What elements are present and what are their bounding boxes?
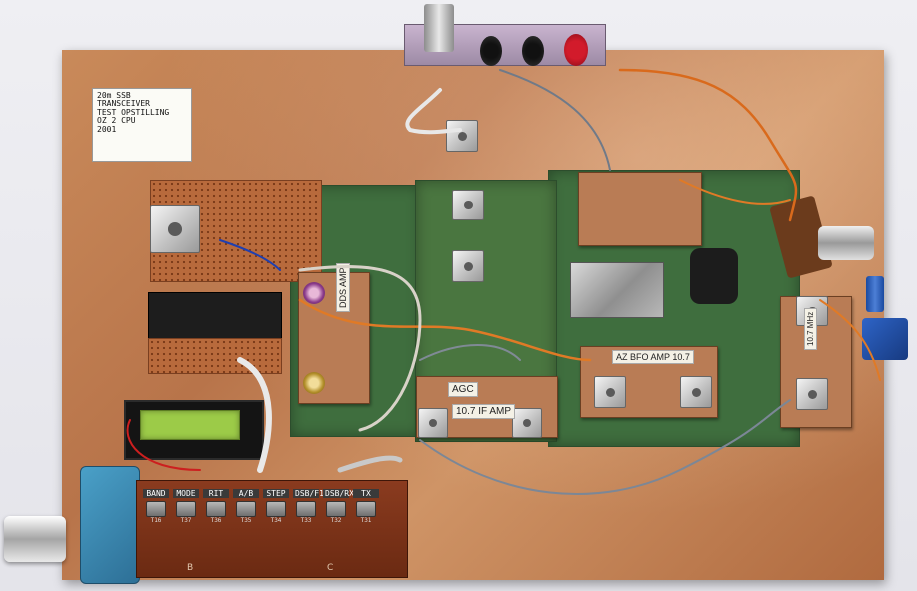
wire-grey [419, 344, 521, 361]
key-ref: T35 [240, 517, 252, 524]
mixer-module [578, 172, 702, 246]
wire-orange [298, 298, 592, 362]
push-button-icon[interactable] [176, 501, 196, 517]
silk-label: C [327, 563, 334, 573]
push-button-icon[interactable] [266, 501, 286, 517]
keypad-key-rit[interactable]: RIT T36 [203, 489, 229, 524]
key-label: TX [353, 489, 379, 498]
toroid-pair [690, 248, 738, 304]
key-ref: T36 [210, 517, 222, 524]
crystal-oscillator-can [150, 205, 200, 253]
lcd-screen [140, 410, 240, 440]
key-label: BAND [143, 489, 169, 498]
wire-blue [219, 239, 281, 271]
keypad-key-a-b[interactable]: A/B T35 [233, 489, 259, 524]
label-agc: AGC [448, 382, 478, 397]
note-line: TRANSCEIVER [97, 99, 150, 109]
key-label: DSB/RX [323, 489, 354, 498]
label-bfo-amp: AZ BFO AMP 10.7 [612, 350, 694, 364]
if-transformer-can [452, 190, 484, 220]
push-button-icon[interactable] [296, 501, 316, 517]
wire-ribbon-bundle [337, 455, 403, 473]
wire-white [298, 265, 422, 432]
crystal-filter-can [570, 262, 664, 318]
wire-grey [419, 399, 791, 495]
key-label: STEP [263, 489, 289, 498]
bnc-connector-icon [424, 4, 454, 52]
if-transformer-can [418, 408, 448, 438]
push-button-icon[interactable] [206, 501, 226, 517]
push-button-icon[interactable] [356, 501, 376, 517]
key-label: DSB/F1 [293, 489, 324, 498]
push-button-icon[interactable] [326, 501, 346, 517]
key-ref: T16 [150, 517, 162, 524]
banana-jack-icon [564, 34, 588, 66]
key-ref: T37 [180, 517, 192, 524]
note-line: 20m SSB [97, 91, 131, 100]
rotary-knob-icon[interactable] [4, 516, 66, 562]
key-label: RIT [203, 489, 229, 498]
keypad-key-tx[interactable]: TX T31 [353, 489, 379, 524]
wire-orange [679, 179, 791, 205]
if-transformer-can [452, 250, 484, 282]
if-transformer-can [594, 376, 626, 408]
keypad-key-dsb-rx[interactable]: DSB/RX T32 [323, 489, 354, 524]
encoder-body [80, 466, 140, 584]
wire-red [126, 419, 201, 471]
note-line: OZ 2 CPU [97, 116, 136, 126]
push-button-icon[interactable] [146, 501, 166, 517]
key-ref: T34 [270, 517, 282, 524]
push-button-icon[interactable] [236, 501, 256, 517]
toroid-coil [303, 282, 325, 304]
key-ref: T33 [300, 517, 312, 524]
microcontroller-chip [148, 292, 282, 340]
potentiometer-shaft[interactable] [866, 276, 884, 312]
note-line: TEST OPSTILLING [97, 107, 170, 117]
note-line: 2001 [97, 124, 117, 134]
silk-label: B [187, 563, 194, 573]
toroid-coil [303, 372, 325, 394]
keypad-key-band[interactable]: BAND T16 [143, 489, 169, 524]
key-ref: T32 [330, 517, 342, 524]
key-label: A/B [233, 489, 259, 498]
if-transformer-can [796, 378, 828, 410]
if-transformer-can [446, 120, 478, 152]
wire-orange [819, 299, 881, 381]
keypad-key-step[interactable]: STEP T34 [263, 489, 289, 524]
if-transformer-can [680, 376, 712, 408]
wire-grey [499, 69, 611, 171]
cpu-perfboard-lower [148, 338, 282, 374]
keypad-key-mode[interactable]: MODE T37 [173, 489, 199, 524]
note-card: 20m SSB TRANSCEIVER TEST OPSTILLING OZ 2… [92, 88, 192, 162]
wire-ribbon [237, 357, 272, 473]
label-if-amp: 10.7 IF AMP [452, 404, 516, 419]
wire-orange [618, 68, 798, 222]
wire-white [405, 88, 462, 135]
key-ref: T31 [360, 517, 372, 524]
if-transformer-can [512, 408, 542, 438]
rotary-knob-icon[interactable] [818, 226, 874, 260]
banana-jack-icon [522, 36, 544, 66]
key-label: MODE [173, 489, 199, 498]
banana-jack-icon [480, 36, 502, 66]
